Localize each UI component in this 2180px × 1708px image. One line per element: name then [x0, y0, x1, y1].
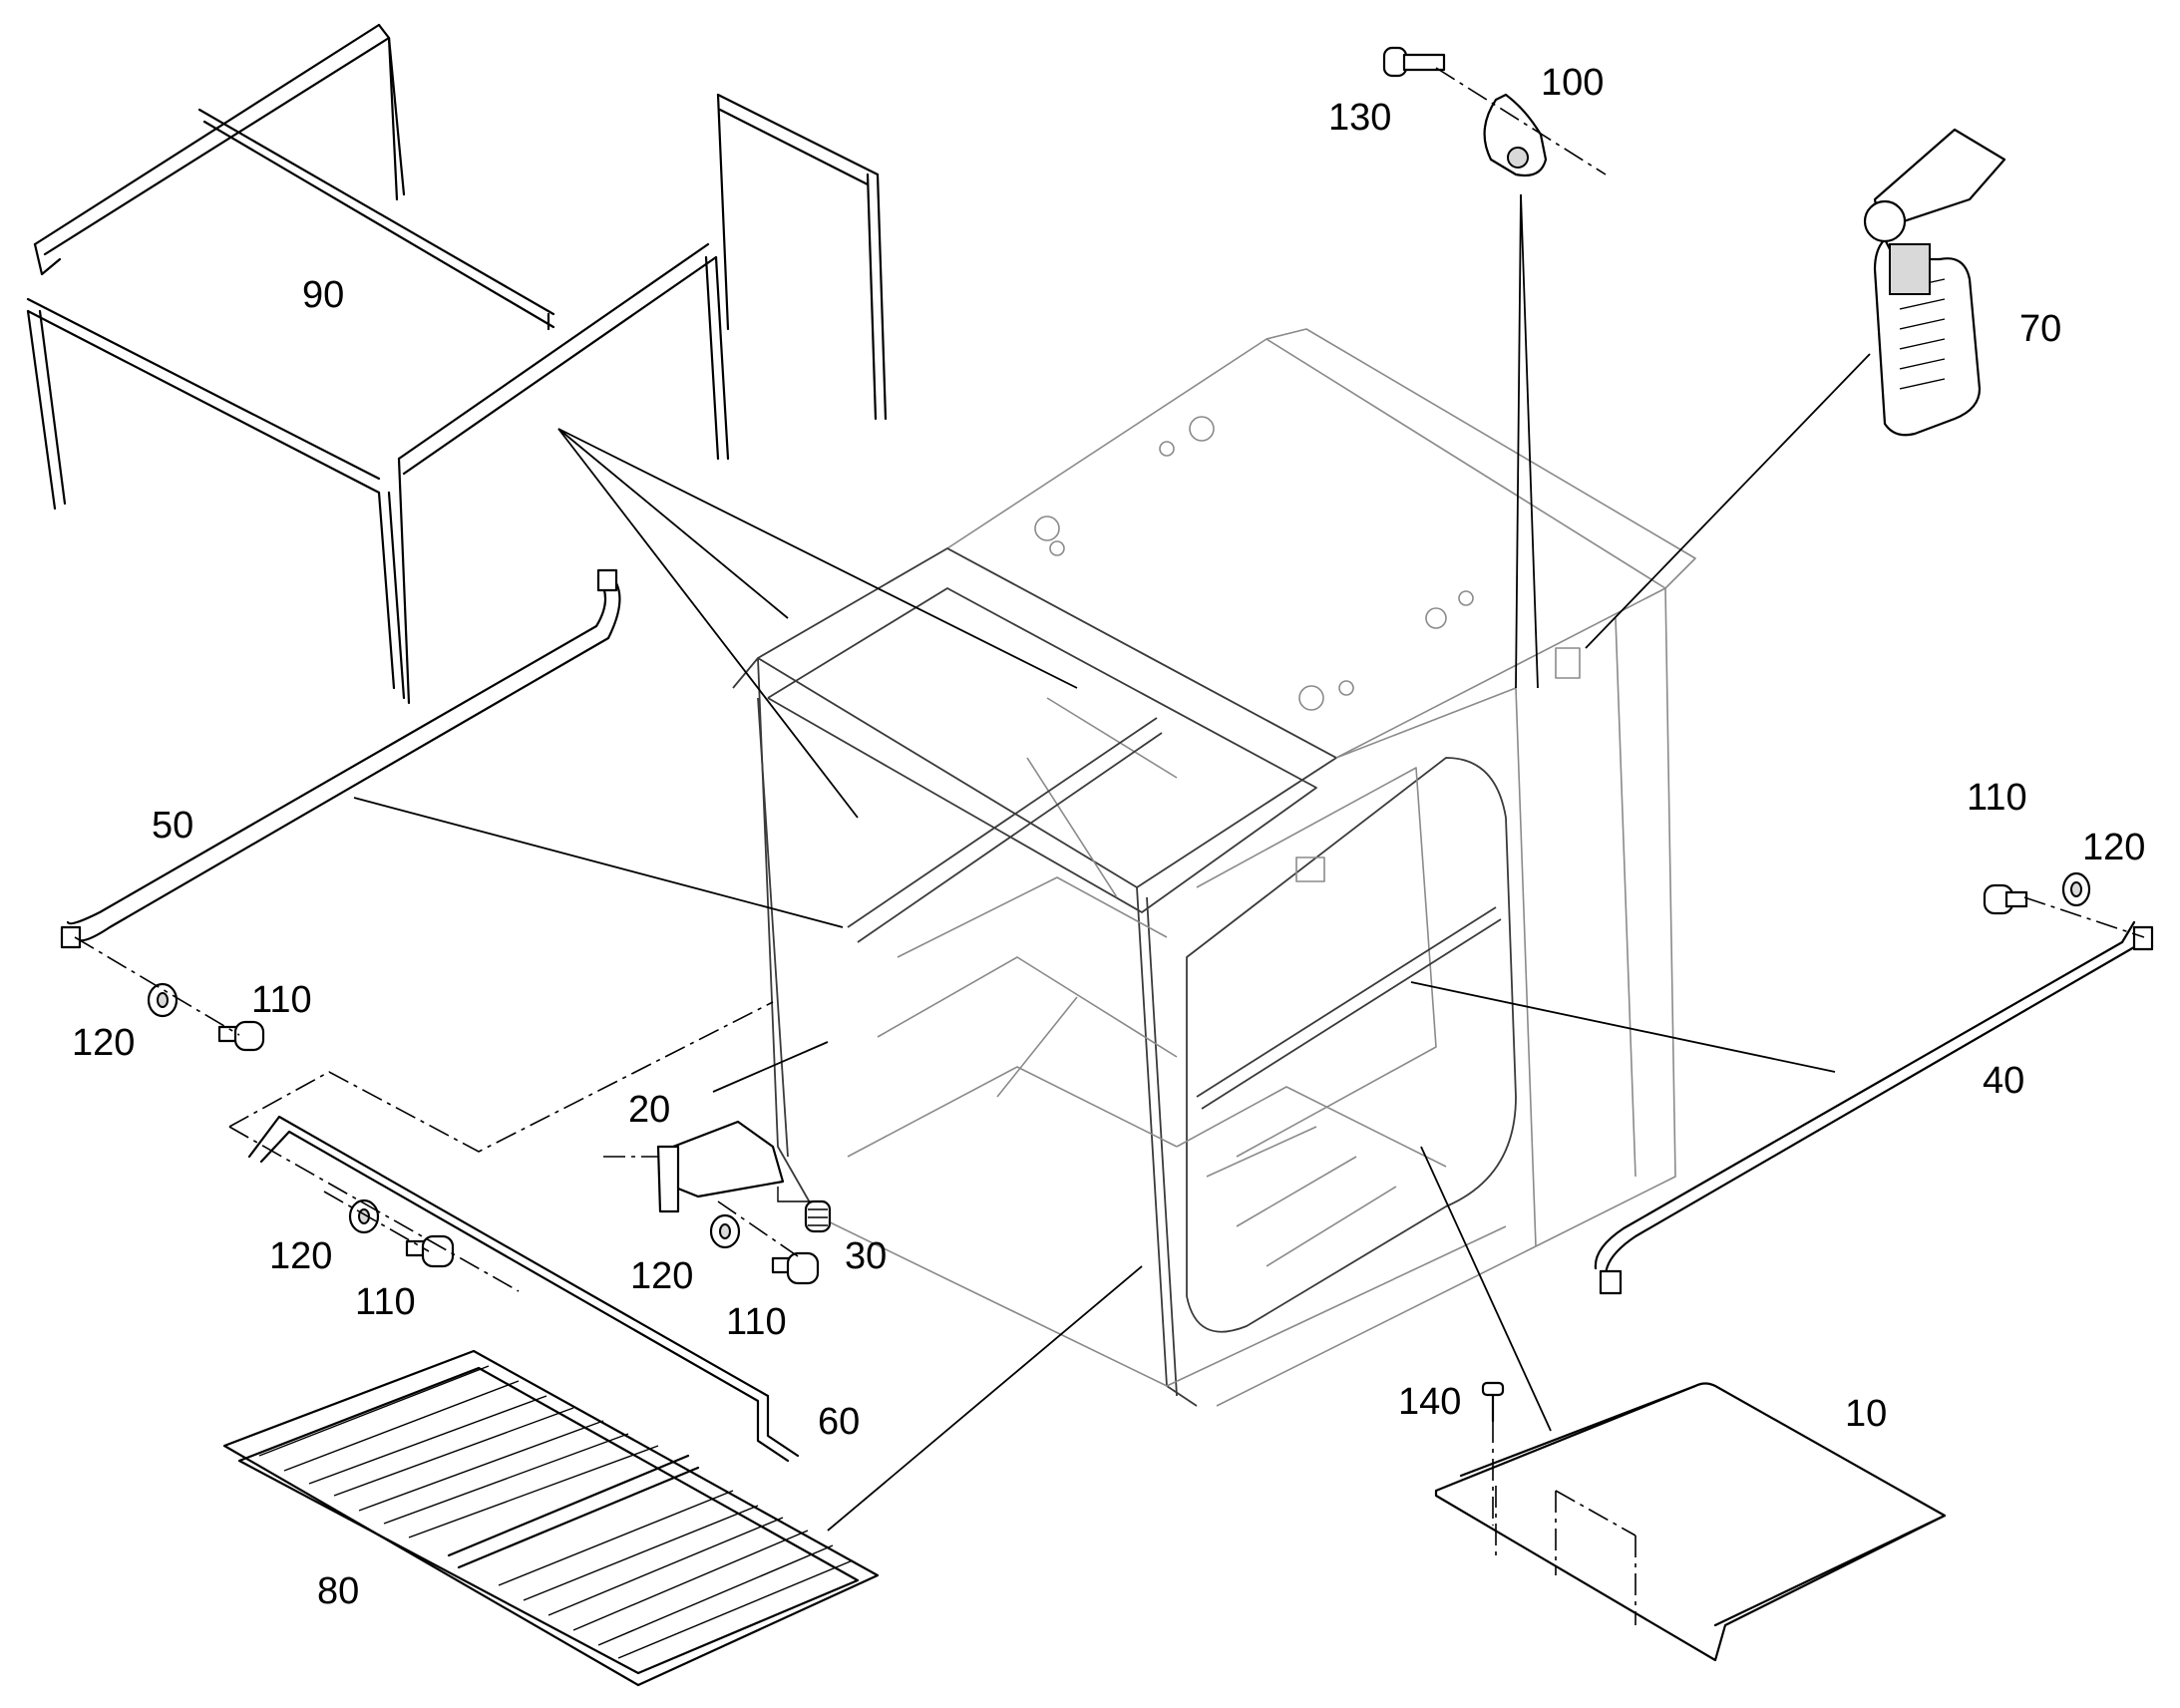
part-70-handle — [1863, 128, 2006, 437]
part-50-left-rod — [60, 568, 621, 949]
callout-110-right: 110 — [1967, 777, 2027, 819]
part-60-lower-rod — [247, 1115, 800, 1463]
part-140-screw — [1481, 1381, 1505, 1423]
callout-120-right: 120 — [2082, 827, 2145, 868]
fasteners — [147, 46, 2091, 1423]
callout-90: 90 — [302, 274, 344, 316]
cab-frame — [732, 328, 1696, 1407]
callout-10: 10 — [1845, 1393, 1887, 1435]
callout-80: 80 — [317, 1570, 359, 1612]
callout-60: 60 — [818, 1401, 860, 1443]
callout-130: 130 — [1328, 97, 1391, 139]
part-110-bolt-bracket — [786, 1251, 820, 1285]
part-40-right-rod — [1594, 920, 2154, 1295]
assembly-centerlines — [74, 67, 2145, 1526]
callout-110-mid: 110 — [355, 1281, 416, 1323]
callout-labels: 90 50 130 100 70 110 120 40 110 120 20 1… — [72, 62, 2145, 1612]
callout-140: 140 — [1398, 1381, 1461, 1423]
part-100-hook — [1483, 93, 1548, 177]
part-20-bracket — [656, 1120, 785, 1213]
part-90-roof-bars — [26, 23, 888, 705]
part-110-bolt-left — [233, 1020, 265, 1052]
callout-40: 40 — [1983, 1060, 2024, 1102]
callout-100: 100 — [1541, 62, 1604, 104]
callout-20: 20 — [628, 1089, 670, 1131]
callout-30: 30 — [845, 1235, 887, 1277]
callout-120-left: 120 — [72, 1022, 135, 1064]
callout-110-left: 110 — [251, 979, 312, 1021]
part-30-spring — [804, 1199, 832, 1233]
callout-120-mid: 120 — [269, 1235, 332, 1277]
callout-50: 50 — [152, 805, 193, 847]
leader-lines — [353, 193, 1871, 1532]
part-10-floor-plate — [1434, 1382, 1947, 1662]
part-110-bolt-mid — [421, 1234, 455, 1268]
callout-70: 70 — [2019, 308, 2061, 350]
part-130-bolt — [1382, 46, 1446, 78]
part-80-floor-grate — [222, 1349, 880, 1687]
callout-110-bracket: 110 — [726, 1301, 787, 1343]
callout-120-bracket: 120 — [630, 1255, 693, 1297]
